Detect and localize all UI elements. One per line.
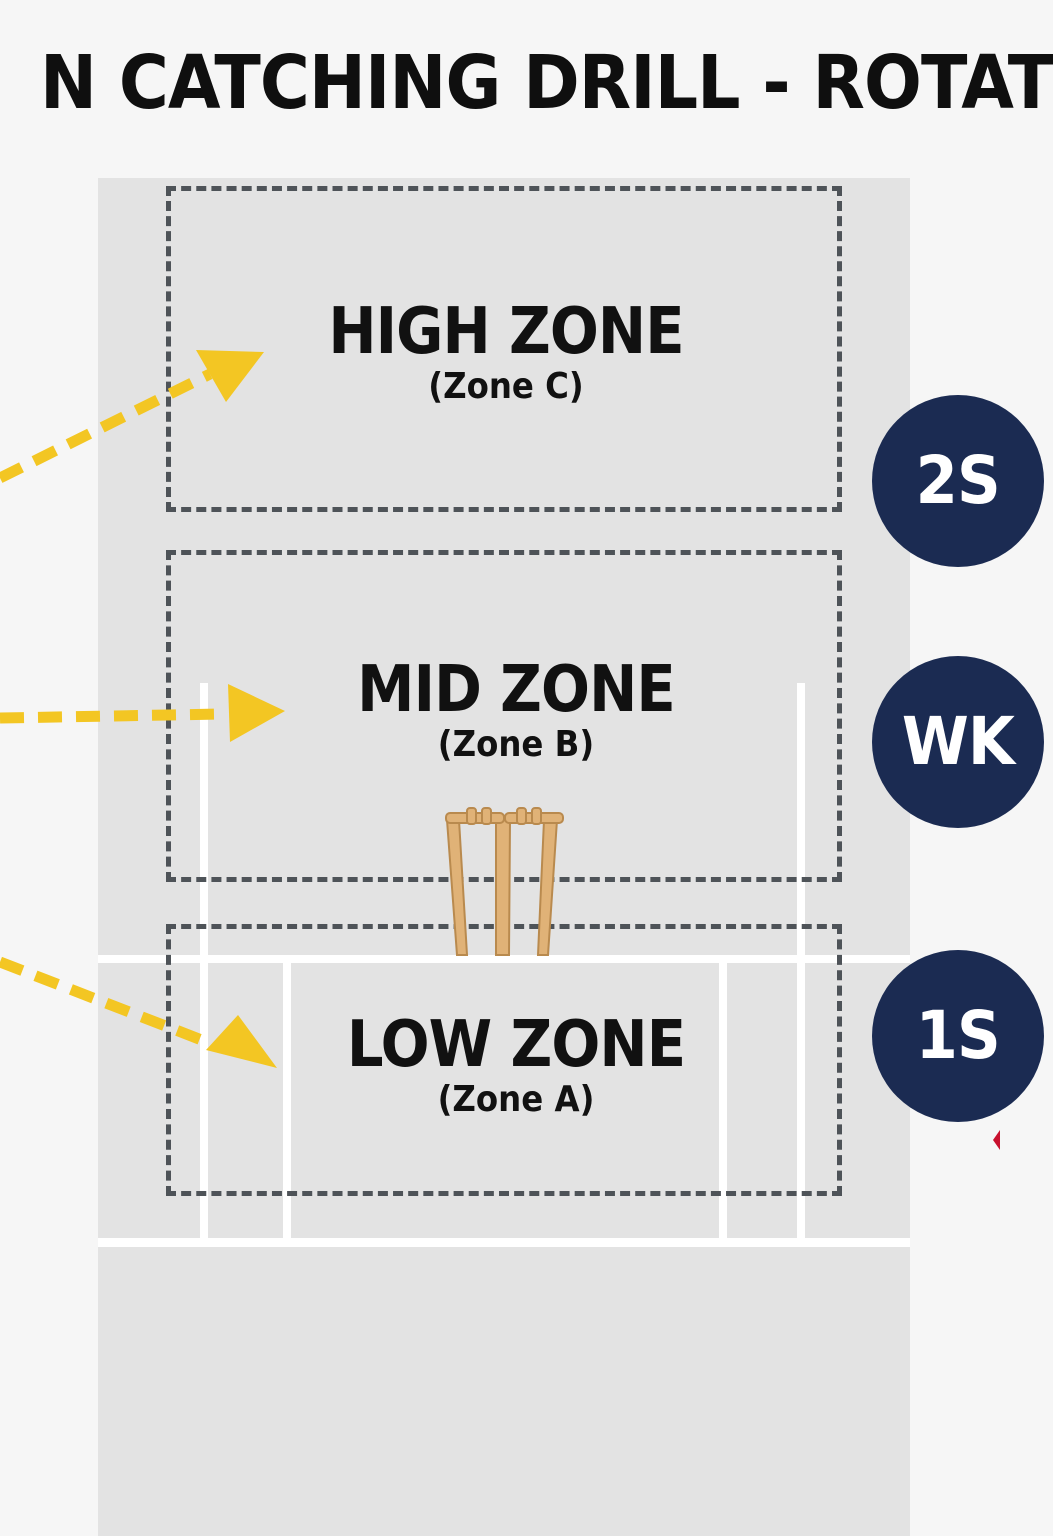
mid-zone-label: MID ZONE (Zone B) xyxy=(291,655,741,765)
high-zone-title: HIGH ZONE xyxy=(328,295,684,369)
fielder-wk-label: WK xyxy=(901,703,1015,780)
red-arrow-fragment xyxy=(993,1130,1000,1150)
high-zone-label: HIGH ZONE (Zone C) xyxy=(281,297,731,407)
return-crease-right-outer xyxy=(797,683,805,1238)
popping-crease-line xyxy=(98,955,910,963)
mid-zone-title: MID ZONE xyxy=(357,653,676,727)
high-zone-box xyxy=(166,186,842,512)
fielder-1s-label: 1S xyxy=(915,997,1001,1074)
low-zone-title: LOW ZONE xyxy=(346,1008,686,1082)
low-zone-label: LOW ZONE (Zone A) xyxy=(291,1010,741,1120)
low-zone-subtitle: (Zone A) xyxy=(437,1079,595,1120)
fielder-wk-marker: WK xyxy=(872,656,1044,828)
drill-title: N CATCHING DRILL - ROTAT xyxy=(40,40,1053,126)
bowling-crease-line xyxy=(98,1238,910,1247)
fielder-2s-label: 2S xyxy=(915,442,1001,519)
return-crease-right-inner xyxy=(719,958,727,1238)
fielder-1s-marker: 1S xyxy=(872,950,1044,1122)
mid-zone-subtitle: (Zone B) xyxy=(437,724,595,765)
fielder-2s-marker: 2S xyxy=(872,395,1044,567)
high-zone-subtitle: (Zone C) xyxy=(428,366,584,407)
return-crease-left-inner xyxy=(283,958,291,1238)
